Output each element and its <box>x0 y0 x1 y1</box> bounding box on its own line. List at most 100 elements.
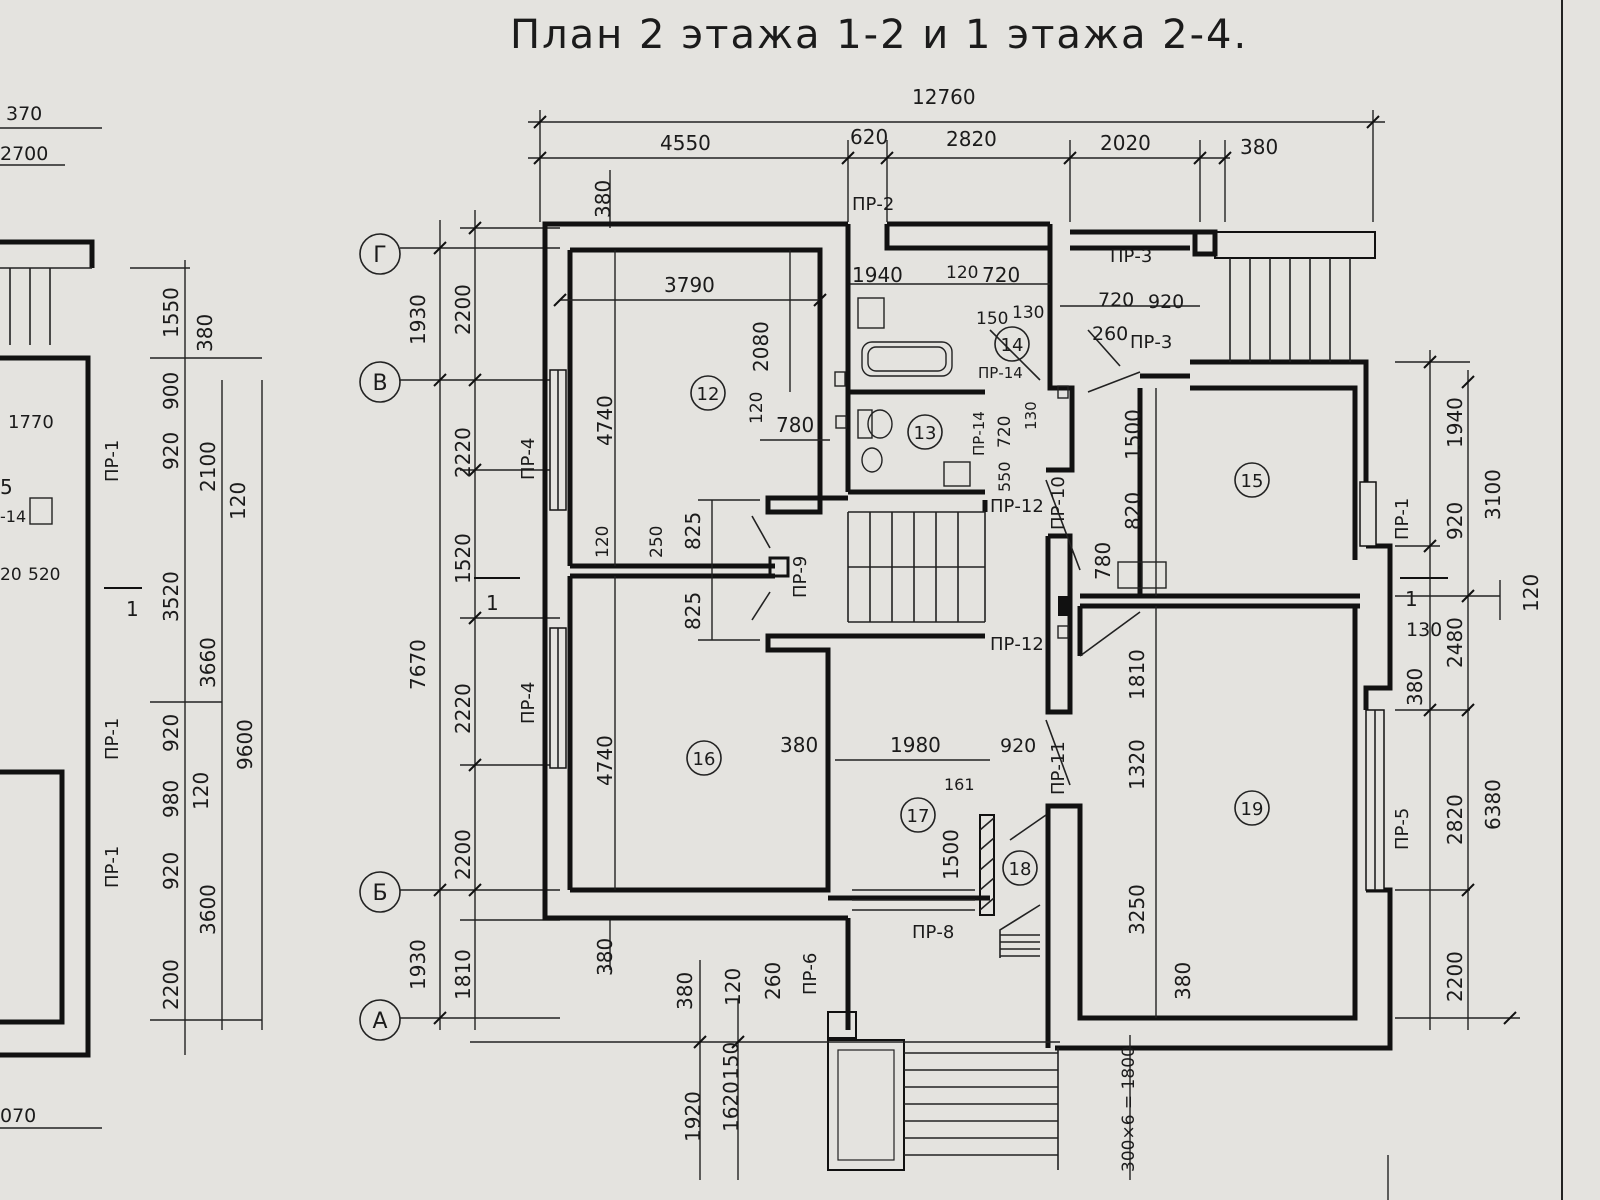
left-dim-9600: 9600 <box>233 719 257 770</box>
dim-825-upper: 825 <box>681 512 705 550</box>
dim-1500-17: 1500 <box>939 829 963 880</box>
axis-G: Г <box>373 243 386 268</box>
dim-380-16: 380 <box>780 733 818 757</box>
section-mark-right: 1 <box>1405 587 1418 611</box>
dim-920-pr3: 920 <box>1148 291 1184 313</box>
left-dim-370: 370 <box>6 103 42 125</box>
left-dim-2100: 2100 <box>196 441 220 492</box>
dim-1940: 1940 <box>852 263 903 287</box>
dim-top-2820: 2820 <box>946 127 997 151</box>
dim-1810-19: 1810 <box>1125 649 1149 700</box>
dim-left-2220b: 2220 <box>451 683 475 734</box>
left-dim-980: 980 <box>159 780 183 818</box>
left-dim-1550: 1550 <box>159 287 183 338</box>
dim-right-130: 130 <box>1406 619 1442 641</box>
left-dimensions: 7670 1930 1930 1810 380 2200 2220 1520 2… <box>400 170 617 1030</box>
opening-pr12-upper: ПР-12 <box>990 496 1044 517</box>
opening-pr10: ПР-10 <box>1048 476 1069 530</box>
dim-780-12: 780 <box>776 413 814 437</box>
axis-A: А <box>372 1009 387 1034</box>
opening-labels: ПР-2 ПР-3 ПР-3 ПР-4 ПР-4 ПР-1 ПР-5 ПР-6 … <box>518 194 1413 995</box>
dim-bottom-380: 380 <box>673 972 697 1010</box>
dim-left-380b: 380 <box>593 938 617 976</box>
room-18: 18 <box>1009 859 1032 880</box>
left-opening-pr1-b: ПР-1 <box>102 718 123 760</box>
left-dim-920c: 920 <box>159 852 183 890</box>
dim-right-3100: 3100 <box>1481 469 1505 520</box>
dim-1500-15: 1500 <box>1121 409 1145 460</box>
left-dim-2200: 2200 <box>159 959 183 1010</box>
left-dim-3600: 3600 <box>196 884 220 935</box>
opening-pr12-lower: ПР-12 <box>990 634 1044 655</box>
dim-380-19: 380 <box>1171 962 1195 1000</box>
right-dimension-texts: 1940 920 3100 120 130 2480 380 2820 6380… <box>1403 397 1543 1002</box>
dim-4740-upper: 4740 <box>593 395 617 446</box>
dim-bottom-1620: 1620 <box>719 1081 743 1132</box>
left-opening-pr1-c: ПР-1 <box>102 846 123 888</box>
left-plan-fragment: 370 2700 1550 380 900 1770 920 2100 120 … <box>0 103 263 1129</box>
opening-pr1-right: ПР-1 <box>1392 498 1413 540</box>
room-17: 17 <box>907 806 930 827</box>
dim-right-920: 920 <box>1443 502 1467 540</box>
room-12: 12 <box>697 384 720 405</box>
left-opening-14: -14 <box>0 507 26 526</box>
left-dim-900: 900 <box>159 372 183 410</box>
dim-top-620: 620 <box>850 125 888 149</box>
room-14: 14 <box>1001 335 1024 356</box>
dim-130-14: 130 <box>1012 303 1044 323</box>
dim-120-wall: 120 <box>593 526 613 558</box>
interior-dimension-texts: 3790 4740 2080 120 780 1940 120 720 150 … <box>593 263 1195 1000</box>
dim-130-13: 130 <box>1022 401 1040 430</box>
opening-pr6: ПР-6 <box>800 953 821 995</box>
dim-left-2200a: 2200 <box>451 284 475 335</box>
door-swings <box>751 329 1141 841</box>
dim-120-14: 120 <box>946 263 978 283</box>
axis-B: Б <box>372 881 387 906</box>
building-walls <box>542 221 1393 1051</box>
dim-left-1930b: 1930 <box>406 939 430 990</box>
axis-V: В <box>372 371 387 396</box>
left-room-number: 5 <box>0 475 13 499</box>
opening-pr8: ПР-8 <box>912 922 954 943</box>
dim-overall-depth: 7670 <box>406 639 430 690</box>
left-dim-2700: 2700 <box>0 143 48 165</box>
room-15: 15 <box>1241 471 1264 492</box>
opening-pr5: ПР-5 <box>1392 808 1413 850</box>
dim-right-1940: 1940 <box>1443 397 1467 448</box>
dim-left-1810: 1810 <box>451 949 475 1000</box>
dim-3790: 3790 <box>664 273 715 297</box>
dim-120-12: 120 <box>747 392 767 424</box>
dim-left-2220a: 2220 <box>451 427 475 478</box>
dim-161: 161 <box>944 775 975 794</box>
left-dim-20: 20 <box>0 565 22 585</box>
staircase <box>827 231 1376 1171</box>
opening-pr3-top: ПР-3 <box>1110 246 1152 267</box>
left-dim-380: 380 <box>193 314 217 352</box>
dim-top-2020: 2020 <box>1100 131 1151 155</box>
dim-top-4550: 4550 <box>660 131 711 155</box>
room-19: 19 <box>1241 799 1264 820</box>
opening-pr2: ПР-2 <box>852 194 894 215</box>
dim-780-pr10: 780 <box>1091 542 1115 580</box>
dim-right-2480: 2480 <box>1443 617 1467 668</box>
left-section-mark: 1 <box>126 597 139 621</box>
dim-4740-lower: 4740 <box>593 735 617 786</box>
dim-1320: 1320 <box>1125 739 1149 790</box>
dim-bottom-stairs: 300×6 = 1800 <box>1119 1046 1139 1172</box>
dim-right-2200: 2200 <box>1443 951 1467 1002</box>
dim-overall-width: 12760 <box>912 85 976 109</box>
left-opening-pr1-a: ПР-1 <box>102 440 123 482</box>
opening-pr11: ПР-11 <box>1048 741 1069 795</box>
dim-left-1930a: 1930 <box>406 294 430 345</box>
dim-820: 820 <box>1121 492 1145 530</box>
dim-left-1520: 1520 <box>451 533 475 584</box>
dim-left-2200b: 2200 <box>451 829 475 880</box>
opening-pr14-b: ПР-14 <box>970 411 988 456</box>
left-dim-120b: 120 <box>189 772 213 810</box>
top-dimensions: 12760 4550 620 2820 2020 380 <box>528 85 1385 222</box>
left-dim-070: 070 <box>0 1105 36 1127</box>
dim-right-2820: 2820 <box>1443 794 1467 845</box>
room-16: 16 <box>693 749 716 770</box>
dim-825-lower: 825 <box>681 592 705 630</box>
